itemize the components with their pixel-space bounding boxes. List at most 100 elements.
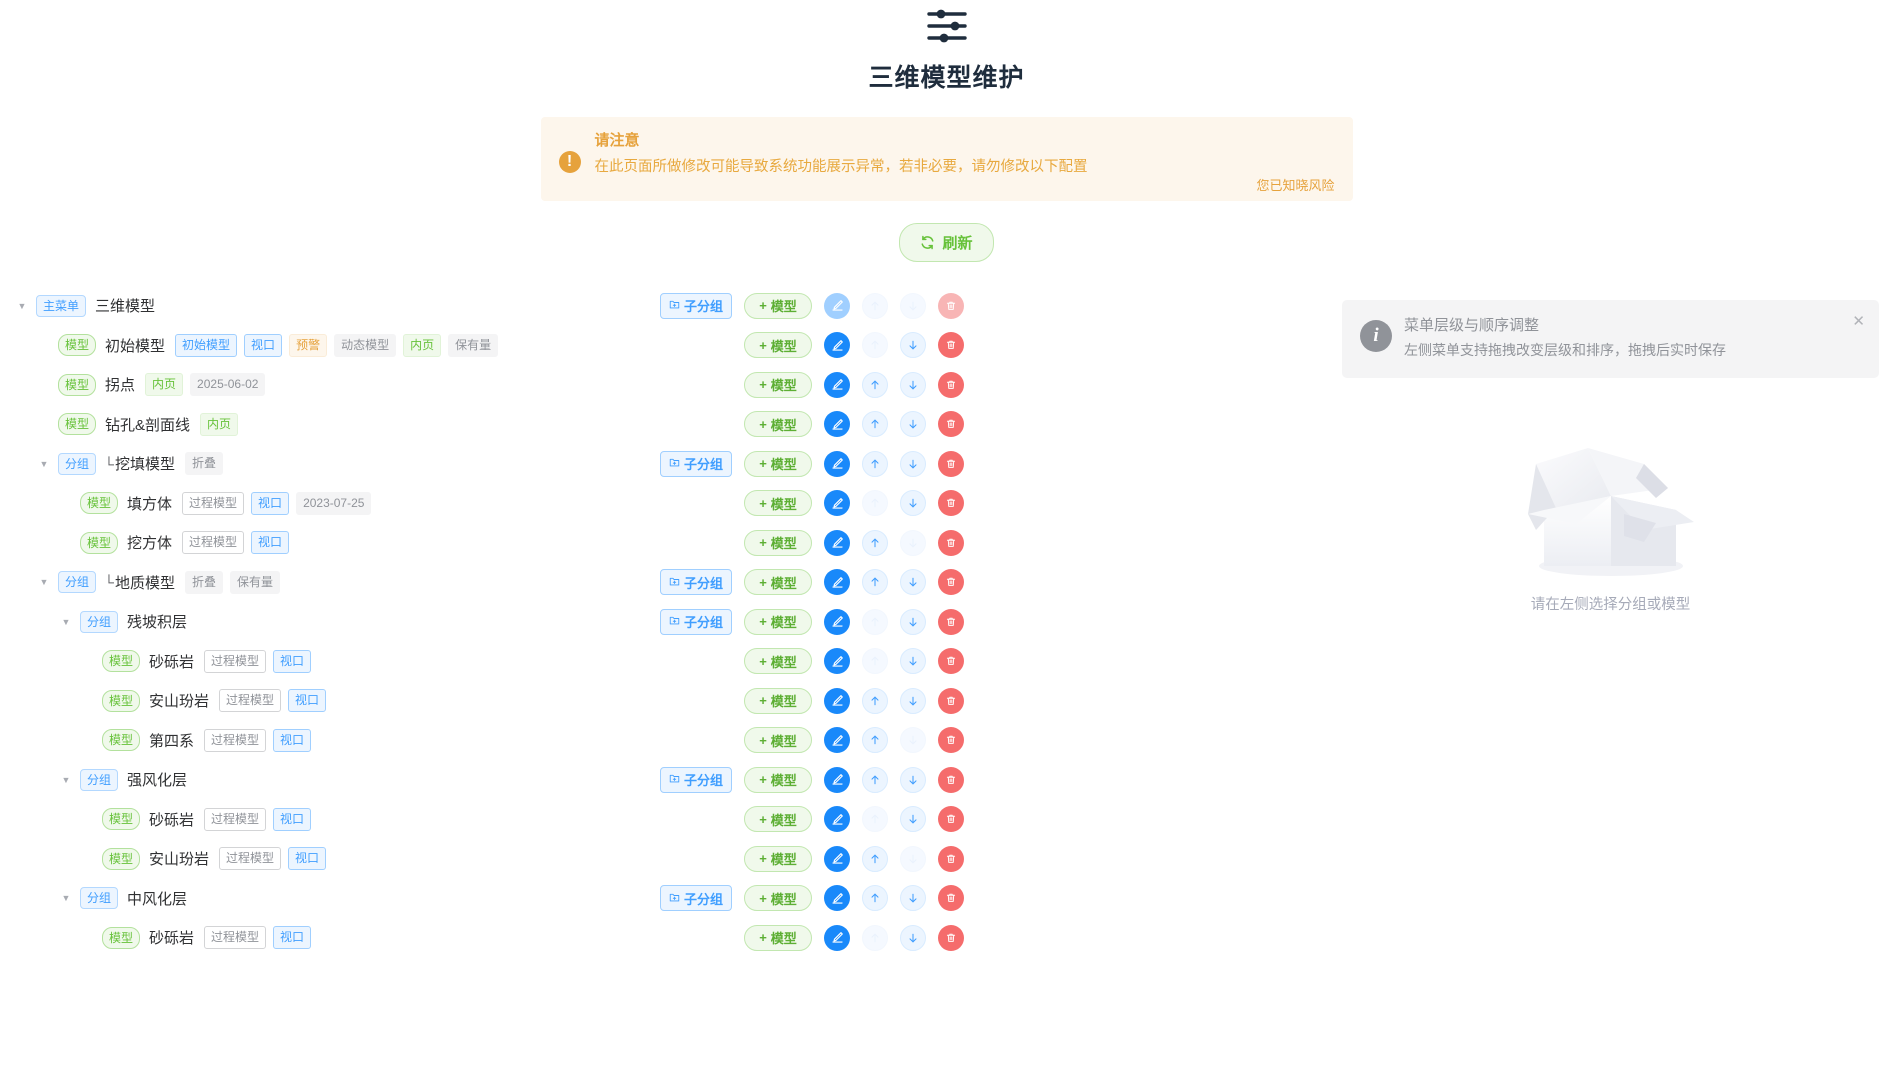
move-up-button[interactable] (862, 845, 888, 872)
delete-button[interactable] (938, 569, 964, 596)
add-model-button[interactable]: +模型 (744, 845, 812, 872)
move-down-button[interactable] (900, 332, 926, 359)
edit-button[interactable] (824, 569, 850, 596)
move-down-button[interactable] (900, 450, 926, 477)
add-subgroup-button[interactable]: 子分组 (660, 569, 732, 596)
move-up-button[interactable] (862, 885, 888, 912)
delete-button[interactable] (938, 648, 964, 675)
tree-row[interactable]: ▼模型挖方体过程模型视口子分组+模型 (0, 523, 1100, 563)
move-down-button[interactable] (900, 885, 926, 912)
move-down-button[interactable] (900, 648, 926, 675)
add-model-button[interactable]: +模型 (744, 766, 812, 793)
edit-button[interactable] (824, 885, 850, 912)
delete-button[interactable] (938, 924, 964, 951)
move-down-button[interactable] (900, 806, 926, 833)
delete-button[interactable] (938, 411, 964, 438)
add-subgroup-button[interactable]: 子分组 (660, 292, 732, 319)
acknowledge-risk-link[interactable]: 您已知晓风险 (1256, 178, 1335, 193)
tree-row[interactable]: ▼模型安山玢岩过程模型视口子分组+模型 (0, 839, 1100, 879)
delete-button[interactable] (938, 687, 964, 714)
delete-button[interactable] (938, 332, 964, 359)
edit-button[interactable] (824, 450, 850, 477)
move-up-button[interactable] (862, 371, 888, 398)
delete-button[interactable] (938, 608, 964, 635)
caret-down-icon[interactable]: ▼ (61, 774, 71, 785)
delete-button[interactable] (938, 845, 964, 872)
add-model-button[interactable]: +模型 (744, 411, 812, 438)
refresh-button[interactable]: 刷新 (899, 223, 994, 262)
move-up-button[interactable] (862, 766, 888, 793)
edit-button[interactable] (824, 648, 850, 675)
add-model-button[interactable]: +模型 (744, 490, 812, 517)
caret-down-icon[interactable]: ▼ (39, 458, 49, 469)
delete-button[interactable] (938, 806, 964, 833)
tree-row[interactable]: ▼模型第四系过程模型视口子分组+模型 (0, 721, 1100, 761)
add-subgroup-button[interactable]: 子分组 (660, 885, 732, 912)
tree-row[interactable]: ▼模型初始模型初始模型视口预警动态模型内页保有量子分组+模型 (0, 326, 1100, 366)
move-down-button[interactable] (900, 924, 926, 951)
add-model-button[interactable]: +模型 (744, 292, 812, 319)
move-down-button[interactable] (900, 766, 926, 793)
move-down-button[interactable] (900, 569, 926, 596)
tree-row[interactable]: ▼模型安山玢岩过程模型视口子分组+模型 (0, 681, 1100, 721)
delete-button[interactable] (938, 450, 964, 477)
tree-row[interactable]: ▼主菜单三维模型子分组+模型 (0, 286, 1100, 326)
add-model-button[interactable]: +模型 (744, 806, 812, 833)
edit-button[interactable] (824, 490, 850, 517)
add-model-button[interactable]: +模型 (744, 608, 812, 635)
delete-button[interactable] (938, 766, 964, 793)
tree-row[interactable]: ▼分组强风化层子分组+模型 (0, 760, 1100, 800)
tree-row[interactable]: ▼模型砂砾岩过程模型视口子分组+模型 (0, 918, 1100, 958)
add-model-button[interactable]: +模型 (744, 727, 812, 754)
move-up-button[interactable] (862, 569, 888, 596)
add-subgroup-button[interactable]: 子分组 (660, 766, 732, 793)
edit-button[interactable] (824, 766, 850, 793)
add-model-button[interactable]: +模型 (744, 924, 812, 951)
tree-row[interactable]: ▼分组└地质模型折叠保有量子分组+模型 (0, 563, 1100, 603)
delete-button[interactable] (938, 371, 964, 398)
add-model-button[interactable]: +模型 (744, 648, 812, 675)
caret-down-icon[interactable]: ▼ (61, 893, 71, 904)
move-down-button[interactable] (900, 371, 926, 398)
move-down-button[interactable] (900, 608, 926, 635)
edit-button[interactable] (824, 371, 850, 398)
caret-down-icon[interactable]: ▼ (61, 616, 71, 627)
close-icon[interactable]: ✕ (1852, 313, 1865, 330)
move-up-button[interactable] (862, 687, 888, 714)
edit-button[interactable] (824, 332, 850, 359)
edit-button[interactable] (824, 727, 850, 754)
delete-button[interactable] (938, 885, 964, 912)
tree-row[interactable]: ▼分组中风化层子分组+模型 (0, 879, 1100, 919)
edit-button[interactable] (824, 924, 850, 951)
add-model-button[interactable]: +模型 (744, 332, 812, 359)
edit-button[interactable] (824, 411, 850, 438)
add-model-button[interactable]: +模型 (744, 371, 812, 398)
edit-button[interactable] (824, 608, 850, 635)
add-subgroup-button[interactable]: 子分组 (660, 450, 732, 477)
delete-button[interactable] (938, 727, 964, 754)
tree-row[interactable]: ▼模型砂砾岩过程模型视口子分组+模型 (0, 800, 1100, 840)
add-model-button[interactable]: +模型 (744, 529, 812, 556)
add-model-button[interactable]: +模型 (744, 450, 812, 477)
move-up-button[interactable] (862, 529, 888, 556)
caret-down-icon[interactable]: ▼ (17, 300, 27, 311)
edit-button[interactable] (824, 806, 850, 833)
move-down-button[interactable] (900, 411, 926, 438)
add-subgroup-button[interactable]: 子分组 (660, 608, 732, 635)
add-model-button[interactable]: +模型 (744, 687, 812, 714)
tree-row[interactable]: ▼分组残坡积层子分组+模型 (0, 602, 1100, 642)
add-model-button[interactable]: +模型 (744, 569, 812, 596)
edit-button[interactable] (824, 687, 850, 714)
tree-row[interactable]: ▼模型砂砾岩过程模型视口子分组+模型 (0, 642, 1100, 682)
move-up-button[interactable] (862, 727, 888, 754)
delete-button[interactable] (938, 490, 964, 517)
tree-row[interactable]: ▼分组└挖填模型折叠子分组+模型 (0, 444, 1100, 484)
move-up-button[interactable] (862, 450, 888, 477)
move-up-button[interactable] (862, 411, 888, 438)
add-model-button[interactable]: +模型 (744, 885, 812, 912)
move-down-button[interactable] (900, 687, 926, 714)
caret-down-icon[interactable]: ▼ (39, 577, 49, 588)
